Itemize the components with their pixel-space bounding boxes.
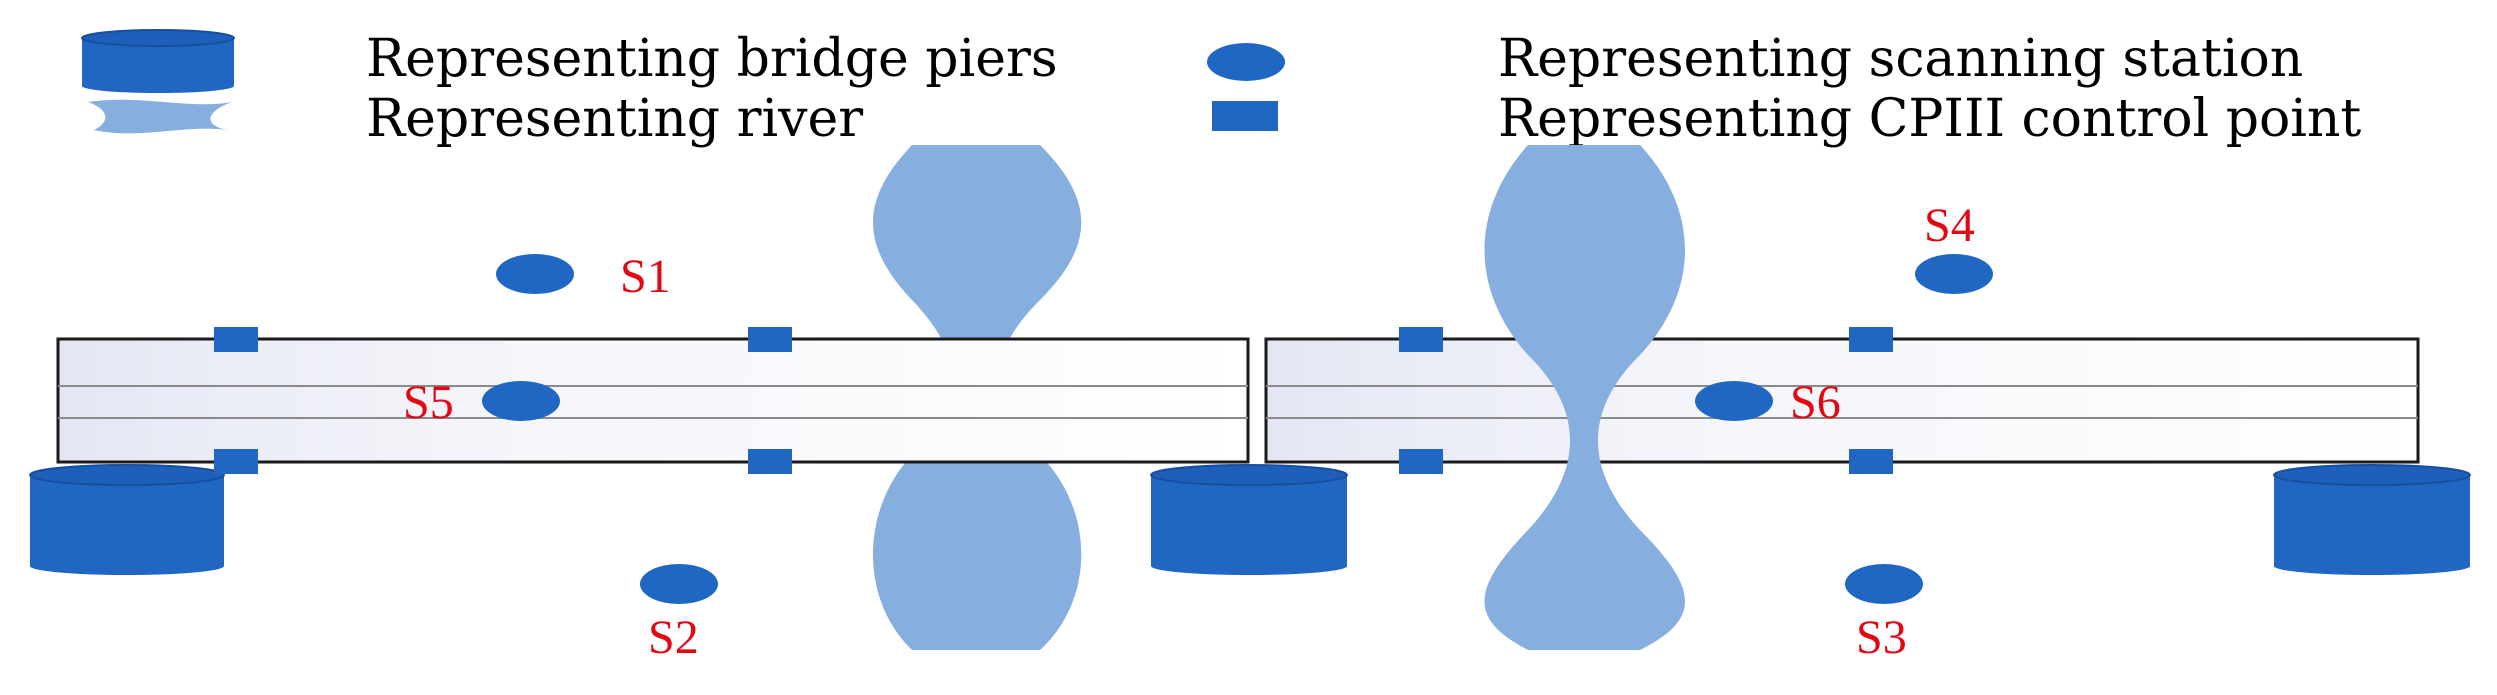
station-s1	[496, 254, 574, 294]
station-label-s3: S3	[1856, 611, 1907, 664]
station-s6	[1695, 381, 1773, 421]
station-label-s2: S2	[648, 611, 699, 664]
station-label-s1: S1	[620, 250, 671, 303]
legend-pier-label: Representing bridge piers	[366, 29, 1058, 89]
pier-2	[1150, 464, 1348, 575]
river-right	[1484, 145, 1685, 650]
cp-point	[748, 449, 792, 474]
cp-point	[214, 327, 258, 352]
pier-1	[29, 464, 225, 575]
legend-river-icon	[88, 99, 232, 134]
cp-point	[214, 449, 258, 474]
legend-cp-label: Representing CPIII control point	[1498, 89, 2361, 149]
bridge-deck-right	[1264, 337, 2420, 464]
cp-point	[1399, 327, 1443, 352]
legend-pier-icon	[81, 29, 235, 93]
station-s4	[1915, 254, 1993, 294]
cp-point	[1849, 327, 1893, 352]
station-label-s6: S6	[1790, 376, 1841, 429]
cp-point	[1849, 449, 1893, 474]
legend-station-label: Representing scanning station	[1498, 29, 2303, 89]
station-labels: S1 S2 S3 S4 S5 S6	[403, 199, 1975, 664]
scanning-stations	[482, 254, 1993, 604]
station-label-s4: S4	[1924, 199, 1975, 252]
legend-cp-icon	[1212, 101, 1278, 131]
cp-point	[1399, 449, 1443, 474]
legend-river-label: Representing river	[366, 89, 863, 149]
pier-3	[2273, 464, 2471, 575]
legend-station-icon	[1207, 43, 1285, 81]
station-s3	[1845, 564, 1923, 604]
station-s2	[640, 564, 718, 604]
cp-points	[214, 327, 1893, 474]
station-s5	[482, 381, 560, 421]
cp-point	[748, 327, 792, 352]
legend: Representing bridge piers Representing r…	[81, 29, 2361, 149]
bridge-deck-left	[56, 337, 1250, 464]
station-label-s5: S5	[403, 376, 454, 429]
